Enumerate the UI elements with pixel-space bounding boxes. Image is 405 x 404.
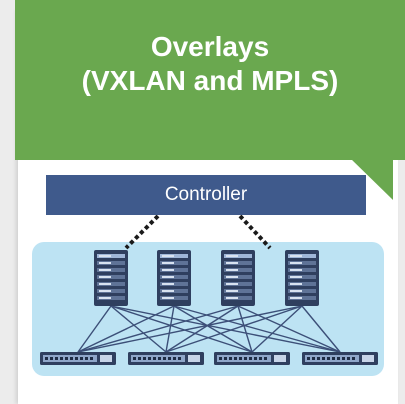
fabric-link — [77, 305, 303, 353]
banner-title: Overlays (VXLAN and MPLS) — [15, 30, 405, 98]
fabric-link — [77, 305, 112, 353]
leaf-switch — [302, 352, 378, 365]
banner-tail — [350, 158, 393, 200]
spine-switch — [94, 250, 128, 306]
leaf-switches — [40, 352, 378, 365]
leaf-switch — [214, 352, 290, 365]
fabric-link — [251, 305, 303, 353]
leaf-switch — [40, 352, 116, 365]
fabric-link — [110, 305, 253, 353]
fabric-link — [77, 305, 175, 353]
fabric-link — [237, 305, 341, 353]
fabric-link — [110, 305, 167, 353]
fabric-link — [165, 305, 175, 353]
fabric-link — [173, 305, 253, 353]
overlay-banner — [15, 0, 405, 160]
banner-title-line1: Overlays — [150, 31, 270, 62]
fabric-links — [77, 305, 341, 353]
fabric-link — [110, 305, 341, 353]
controller-link-left — [124, 214, 160, 250]
spine-switch — [221, 250, 255, 306]
fabric-link — [165, 305, 239, 353]
fabric-link — [173, 305, 341, 353]
fabric-link — [77, 305, 239, 353]
leaf-switch — [128, 352, 204, 365]
fabric-link — [165, 305, 303, 353]
spine-switch — [157, 250, 191, 306]
fabric-link — [237, 305, 253, 353]
controller-link-right — [238, 214, 272, 250]
spine-switches — [94, 250, 319, 306]
banner-title-line2: (VXLAN and MPLS) — [81, 65, 339, 96]
controller-box: Controller — [46, 175, 366, 215]
fabric-link — [301, 305, 341, 353]
spine-switch — [285, 250, 319, 306]
